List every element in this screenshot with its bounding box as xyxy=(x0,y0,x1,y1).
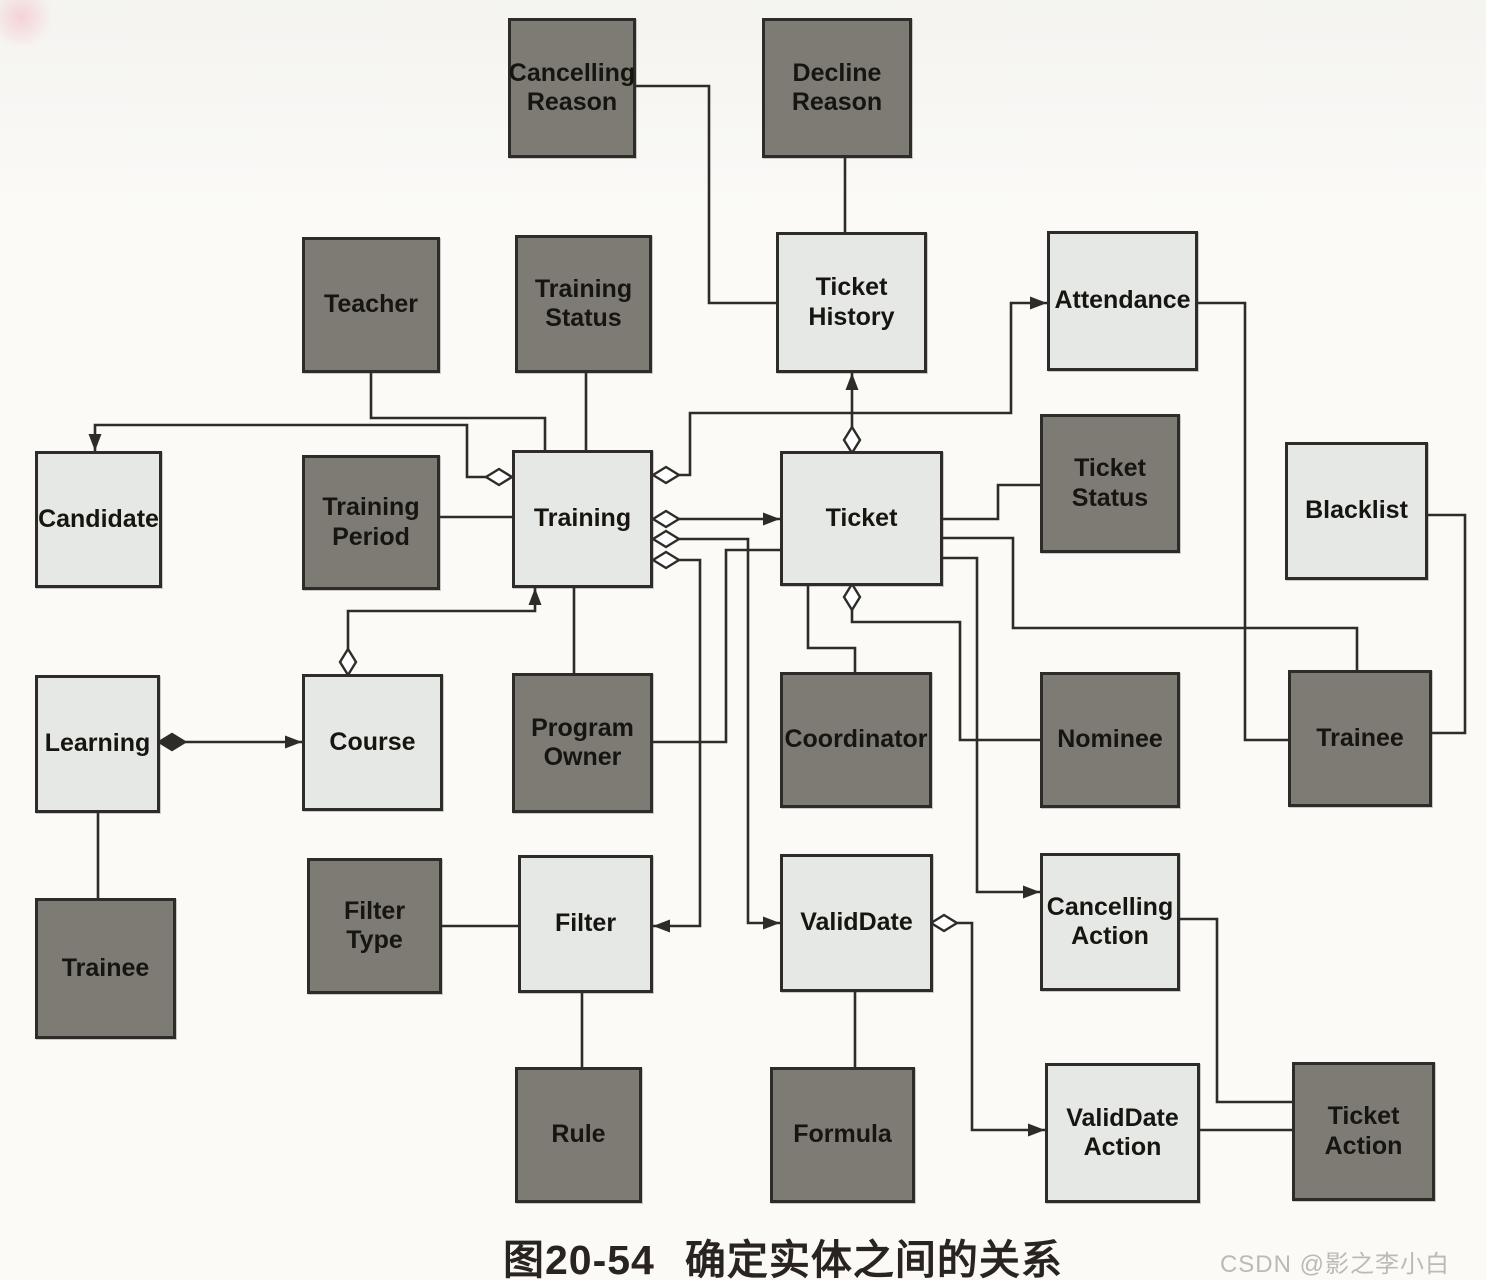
figure-caption: 图20-54 确定实体之间的关系 xyxy=(503,1226,1063,1280)
connector-course_training xyxy=(346,588,537,662)
entity-label: Learning xyxy=(44,729,151,758)
entity-label: Ticket Status xyxy=(1071,454,1149,512)
aggregation-diamond-icon xyxy=(483,467,515,487)
aggregation-diamond-icon xyxy=(842,424,862,456)
entity-label: Formula xyxy=(793,1120,892,1149)
connector-ticket_trainee-right xyxy=(943,536,1359,670)
entity-attendance: Attendance xyxy=(1047,231,1198,371)
entity-label: Ticket History xyxy=(808,273,895,331)
entity-label: Cancelling Action xyxy=(1046,892,1174,951)
arrowhead-left-icon xyxy=(653,919,670,933)
figure-number: 图20-54 xyxy=(503,1237,655,1280)
connector-attendance_trainee-right xyxy=(1198,301,1288,742)
entity-label: Filter Type xyxy=(343,896,406,955)
entity-label: Training Period xyxy=(322,493,420,551)
arrowhead-right-icon xyxy=(1030,296,1047,310)
entity-decline-reason: Decline Reason xyxy=(762,18,912,158)
entity-label: Filter xyxy=(554,909,617,938)
connector-ticket_coordinator xyxy=(806,586,857,672)
aggregation-diamond-icon xyxy=(650,529,682,549)
entity-nominee: Nominee xyxy=(1040,672,1180,808)
arrowhead-right-icon xyxy=(1028,1123,1045,1137)
entity-cancelling-action: Cancelling Action xyxy=(1040,853,1180,991)
aggregation-diamond-icon xyxy=(338,646,358,678)
connector-cancelling-reason_ticket-history xyxy=(636,84,776,305)
connector-training_attendance xyxy=(666,301,1047,477)
connector-ticket_cancelling-action xyxy=(943,556,1040,894)
entity-label: Candidate xyxy=(38,504,159,533)
entity-trainee-right: Trainee xyxy=(1288,670,1432,807)
entity-label: Teacher xyxy=(323,290,419,319)
arrowhead-right-icon xyxy=(285,735,302,749)
composition-diamond-icon xyxy=(156,732,188,752)
entity-coordinator: Coordinator xyxy=(780,672,932,808)
watermark-text: CSDN @影之李小白 xyxy=(1219,1251,1450,1278)
connector-ticket_ticket-status xyxy=(943,483,1040,521)
connector-blacklist_trainee-right xyxy=(1428,513,1467,735)
arrowhead-up-icon xyxy=(845,373,859,390)
entity-label: Program Owner xyxy=(531,713,634,772)
entity-training-status: Training Status xyxy=(515,235,652,373)
arrowhead-right-icon xyxy=(763,512,780,526)
entity-teacher: Teacher xyxy=(302,237,440,373)
aggregation-diamond-icon xyxy=(842,581,862,613)
connector-ticket_program-owner xyxy=(653,548,780,744)
entity-training-period: Training Period xyxy=(302,455,440,590)
connector-training_valid-date xyxy=(666,537,780,925)
entity-ticket-action: Ticket Action xyxy=(1292,1062,1435,1201)
figure-title: 确定实体之间的关系 xyxy=(684,1237,1063,1280)
connector-cancelling-action_ticket-action xyxy=(1180,917,1292,1104)
entity-label: Ticket Action xyxy=(1324,1102,1403,1160)
entity-label: Coordinator xyxy=(784,725,928,754)
entity-ticket-history: Ticket History xyxy=(776,232,927,373)
entity-blacklist: Blacklist xyxy=(1285,442,1428,580)
entity-label: ValidDate Action xyxy=(1066,1103,1179,1162)
entity-rule: Rule xyxy=(515,1067,642,1203)
entity-label: Rule xyxy=(551,1120,606,1149)
entity-cancelling-reason: Cancelling Reason xyxy=(508,18,636,158)
entity-label: Course xyxy=(329,727,416,756)
entity-ticket-status: Ticket Status xyxy=(1040,414,1180,553)
arrowhead-right-icon xyxy=(1023,885,1040,899)
entity-trainee-left: Trainee xyxy=(35,898,176,1039)
entity-label: ValidDate xyxy=(800,908,913,937)
entity-label: Attendance xyxy=(1054,286,1191,315)
entity-label: Cancelling Reason xyxy=(508,58,636,117)
entity-label: Blacklist xyxy=(1305,496,1408,525)
entity-valid-date: ValidDate xyxy=(780,854,933,992)
arrowhead-right-icon xyxy=(763,916,780,930)
connector-training_candidate xyxy=(93,423,499,479)
entity-valid-date-action: ValidDate Action xyxy=(1045,1063,1200,1203)
aggregation-diamond-icon xyxy=(650,550,682,570)
arrowhead-down-icon xyxy=(88,434,102,451)
entity-formula: Formula xyxy=(770,1067,915,1203)
aggregation-diamond-icon xyxy=(928,913,960,933)
aggregation-diamond-icon xyxy=(650,465,682,485)
entity-program-owner: Program Owner xyxy=(512,673,653,813)
entity-filter: Filter xyxy=(518,855,653,993)
connector-teacher_training xyxy=(369,373,547,450)
entity-training: Training xyxy=(512,450,653,588)
entity-label: Ticket xyxy=(825,503,898,532)
entity-ticket: Ticket xyxy=(780,451,943,586)
entity-label: Nominee xyxy=(1057,725,1163,754)
entity-filter-type: Filter Type xyxy=(307,858,442,994)
entity-course: Course xyxy=(302,674,443,811)
entity-label: Trainee xyxy=(61,953,150,982)
entity-candidate: Candidate xyxy=(35,451,162,588)
entity-label: Training Status xyxy=(534,274,633,333)
entity-label: Decline Reason xyxy=(791,58,883,117)
entity-label: Trainee xyxy=(1316,723,1404,752)
connector-ticket_nominee xyxy=(850,597,1040,742)
connector-valid-date_valid-date-action xyxy=(944,921,1045,1132)
arrowhead-up-icon xyxy=(528,588,542,605)
entity-learning: Learning xyxy=(35,675,160,813)
aggregation-diamond-icon xyxy=(650,509,682,529)
entity-label: Training xyxy=(533,504,632,533)
